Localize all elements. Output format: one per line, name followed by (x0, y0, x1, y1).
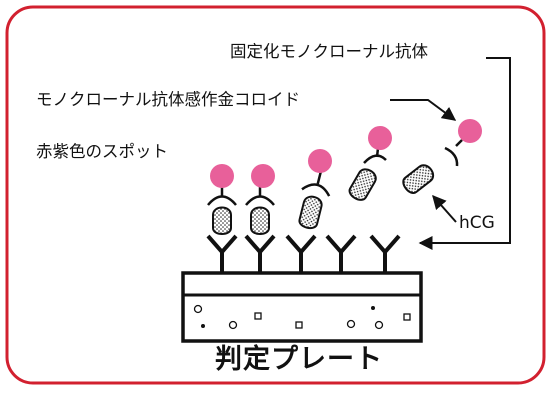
hcg-label: hCG (459, 213, 495, 233)
free-colloid-antibody (444, 119, 482, 167)
gold-colloid-icon (368, 126, 392, 150)
free-hcg (402, 164, 435, 195)
y-shaped-antibody-icon (285, 234, 317, 273)
hcg-molecule-icon (298, 195, 323, 230)
colloid-antibody-label: モノクローナル抗体感作金コロイド (36, 90, 300, 109)
fixed-antibody-label: 固定化モノクローナル抗体 (230, 42, 428, 61)
hcg-molecule-icon (250, 206, 270, 235)
arrow-icon (432, 194, 457, 223)
hcg-molecule-icon (402, 164, 435, 195)
plate-label: 判定プレート (215, 344, 383, 375)
bound-complex-tilted (298, 171, 331, 230)
gold-colloid-icon (458, 119, 482, 143)
gold-colloid-icon (308, 149, 332, 173)
fixed-antibodies (206, 234, 401, 273)
y-shaped-antibody-icon (206, 234, 238, 273)
bound-complex (245, 164, 275, 235)
bound-complex (207, 164, 237, 235)
approaching-complex (348, 126, 392, 201)
gold-colloid-icon (210, 164, 234, 188)
hcg-molecule-icon (348, 168, 377, 201)
arrow-icon (418, 57, 511, 250)
gold-colloid-icon (251, 164, 275, 188)
y-shaped-antibody-icon (325, 234, 357, 273)
hcg-molecule-icon (212, 206, 232, 235)
arrow-icon (390, 99, 457, 121)
y-shaped-antibody-icon (369, 234, 401, 273)
y-shaped-antibody-icon (244, 234, 276, 273)
leader-lines (390, 57, 511, 250)
judgment-plate (181, 271, 423, 343)
red-spot-label: 赤紫色のスポット (36, 142, 168, 161)
